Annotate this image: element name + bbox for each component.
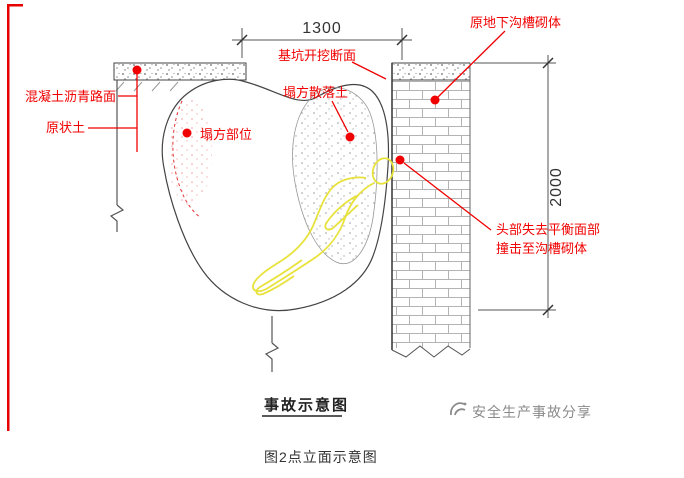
label-collapse-area: 塌方部位 bbox=[200, 127, 252, 142]
leader-head-impact bbox=[403, 162, 492, 231]
dimension-right bbox=[474, 55, 556, 318]
figure-caption: 图2点立面示意图 bbox=[264, 449, 378, 465]
diagram-title: 事故示意图 bbox=[264, 396, 349, 414]
label-scattered-soil: 塌方散落土 bbox=[283, 85, 348, 100]
collapse-zone-dashed bbox=[172, 100, 202, 219]
dimension-right-value: 2000 bbox=[548, 167, 565, 207]
trench-masonry-wall bbox=[391, 62, 471, 358]
label-pavement: 混凝土沥青路面 bbox=[25, 89, 116, 104]
collapse-zone-stipple bbox=[168, 98, 212, 206]
dimension-top bbox=[232, 28, 412, 60]
label-head-impact-line2: 撞击至沟槽砌体 bbox=[496, 241, 587, 256]
pavement-band bbox=[113, 62, 247, 92]
label-undisturbed-soil: 原状土 bbox=[46, 120, 85, 135]
scattered-soil-heap bbox=[292, 87, 378, 264]
leader-excavation-section bbox=[351, 61, 387, 80]
callout-dot-pavement bbox=[132, 65, 142, 75]
dim-tick bbox=[236, 34, 248, 46]
break-symbol-bottom bbox=[264, 342, 280, 372]
leader-scattered-soil bbox=[331, 100, 349, 133]
callout-leaders bbox=[88, 30, 506, 231]
dim-tick bbox=[542, 57, 554, 69]
label-head-impact-line1: 头部失去平衡面部 bbox=[496, 222, 600, 237]
callout-dot-scattered-soil bbox=[345, 132, 355, 142]
dimension-top-value: 1300 bbox=[302, 20, 342, 37]
break-symbol-left bbox=[109, 204, 125, 232]
callout-dots bbox=[132, 65, 440, 165]
dim-tick bbox=[396, 34, 408, 46]
brand-logo-icon bbox=[450, 402, 467, 416]
subgrade-hatch bbox=[115, 81, 179, 92]
callout-dot-head bbox=[395, 155, 405, 165]
page-frame-accent bbox=[7, 4, 23, 431]
callout-dot-collapse-area bbox=[182, 128, 192, 138]
callout-dot-masonry bbox=[430, 95, 440, 105]
victim-head-outline bbox=[371, 157, 395, 185]
leader-trench-masonry bbox=[437, 30, 506, 98]
label-excavation-section: 基坑开挖断面 bbox=[278, 48, 356, 63]
label-trench-masonry: 原地下沟槽砌体 bbox=[470, 15, 561, 30]
victim-body-outline bbox=[252, 157, 395, 296]
break-symbol-wall bbox=[391, 345, 471, 358]
dim-tick bbox=[542, 304, 554, 316]
left-soil-line bbox=[109, 80, 125, 232]
brand-name: 安全生产事故分享 bbox=[472, 404, 592, 420]
bottom-break-line bbox=[264, 316, 280, 372]
